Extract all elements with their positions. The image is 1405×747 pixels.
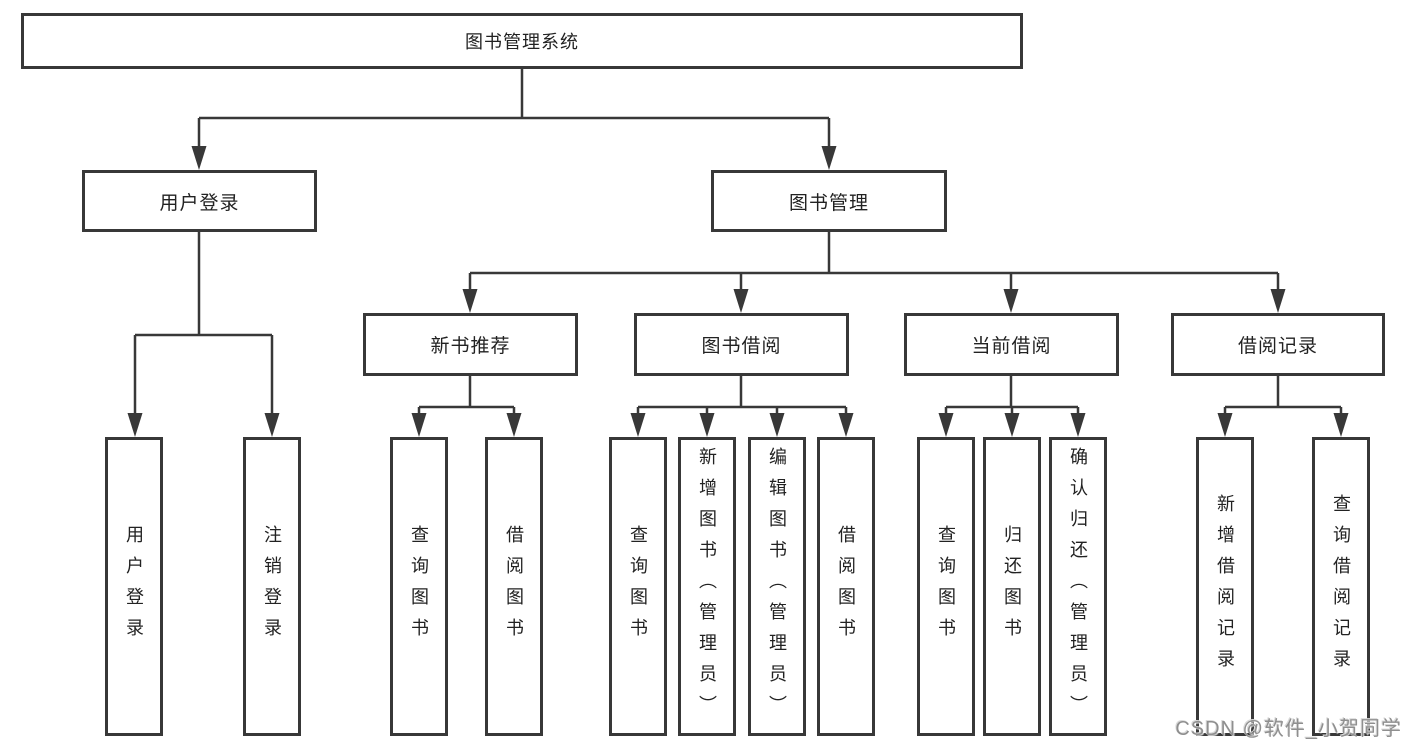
arrowhead [1270,289,1286,313]
node-nb-borrow-books-label: 借阅图书 [504,524,524,649]
node-current-borrowing: 当前借阅 [904,313,1119,376]
node-r-add-record-label: 新增借阅记录 [1215,493,1235,680]
node-root: 图书管理系统 [21,13,1023,69]
node-login: 用户登录 [105,437,163,736]
node-r-query-record: 查询借阅记录 [1312,437,1370,736]
arrowhead [938,413,954,437]
edge-book-mgmt-to-level3 [462,232,1286,313]
node-b-add-books: 新增图书（管理员） [678,437,736,736]
node-new-books-label: 新书推荐 [430,336,511,357]
arrowhead [1070,413,1086,437]
node-new-books: 新书推荐 [363,313,578,376]
node-book-mgmt-label: 图书管理 [788,192,869,214]
arrowhead [699,413,715,437]
node-c-confirm-return: 确认归还（管理员） [1049,437,1107,736]
arrowhead [264,413,280,437]
arrowhead [1333,413,1349,437]
node-b-edit-books: 编辑图书（管理员） [748,437,806,736]
node-current-borrowing-label: 当前借阅 [971,336,1052,357]
arrowhead [769,413,785,437]
node-borrowing: 图书借阅 [634,313,849,376]
node-root-label: 图书管理系统 [465,32,579,52]
node-logout: 注销登录 [243,437,301,736]
node-b-borrow-books: 借阅图书 [817,437,875,736]
node-nb-query-books-label: 查询图书 [409,524,429,649]
node-login-label: 用户登录 [124,524,144,649]
edge-user-login-to-children [127,232,280,437]
node-borrow-records: 借阅记录 [1171,313,1385,376]
node-b-borrow-books-label: 借阅图书 [836,524,856,649]
edge-borrowing-to-children [630,376,854,437]
node-b-add-books-label: 新增图书（管理员） [697,447,717,726]
node-borrow-records-label: 借阅记录 [1237,336,1318,357]
edge-root-to-level2 [191,69,837,170]
arrowhead [1003,289,1019,313]
arrowhead [1004,413,1020,437]
node-c-confirm-return-label: 确认归还（管理员） [1068,447,1088,726]
arrowhead [733,289,749,313]
node-user-login: 用户登录 [82,170,317,232]
node-b-edit-books-label: 编辑图书（管理员） [767,447,787,726]
node-logout-label: 注销登录 [262,524,282,649]
arrowhead [411,413,427,437]
node-c-query-books-label: 查询图书 [936,524,956,649]
node-nb-query-books: 查询图书 [390,437,448,736]
node-c-return-books-label: 归还图书 [1002,524,1022,649]
edge-records-to-children [1217,376,1349,437]
node-borrowing-label: 图书借阅 [701,336,782,357]
arrowhead [506,413,522,437]
arrowhead [127,413,143,437]
arrowhead [191,146,207,170]
arrowhead [838,413,854,437]
edge-current-to-children [938,376,1086,437]
node-b-query-books-label: 查询图书 [628,524,648,649]
node-c-query-books: 查询图书 [917,437,975,736]
node-b-query-books: 查询图书 [609,437,667,736]
node-c-return-books: 归还图书 [983,437,1041,736]
node-r-add-record: 新增借阅记录 [1196,437,1254,736]
arrowhead [630,413,646,437]
node-user-login-label: 用户登录 [159,192,240,214]
arrowhead [462,289,478,313]
node-book-mgmt: 图书管理 [711,170,947,232]
node-r-query-record-label: 查询借阅记录 [1331,493,1351,680]
arrowhead [821,146,837,170]
node-nb-borrow-books: 借阅图书 [485,437,543,736]
csdn-watermark: CSDN @软件_小贺同学 [1175,718,1402,740]
edge-new-books-to-children [411,376,522,437]
arrowhead [1217,413,1233,437]
